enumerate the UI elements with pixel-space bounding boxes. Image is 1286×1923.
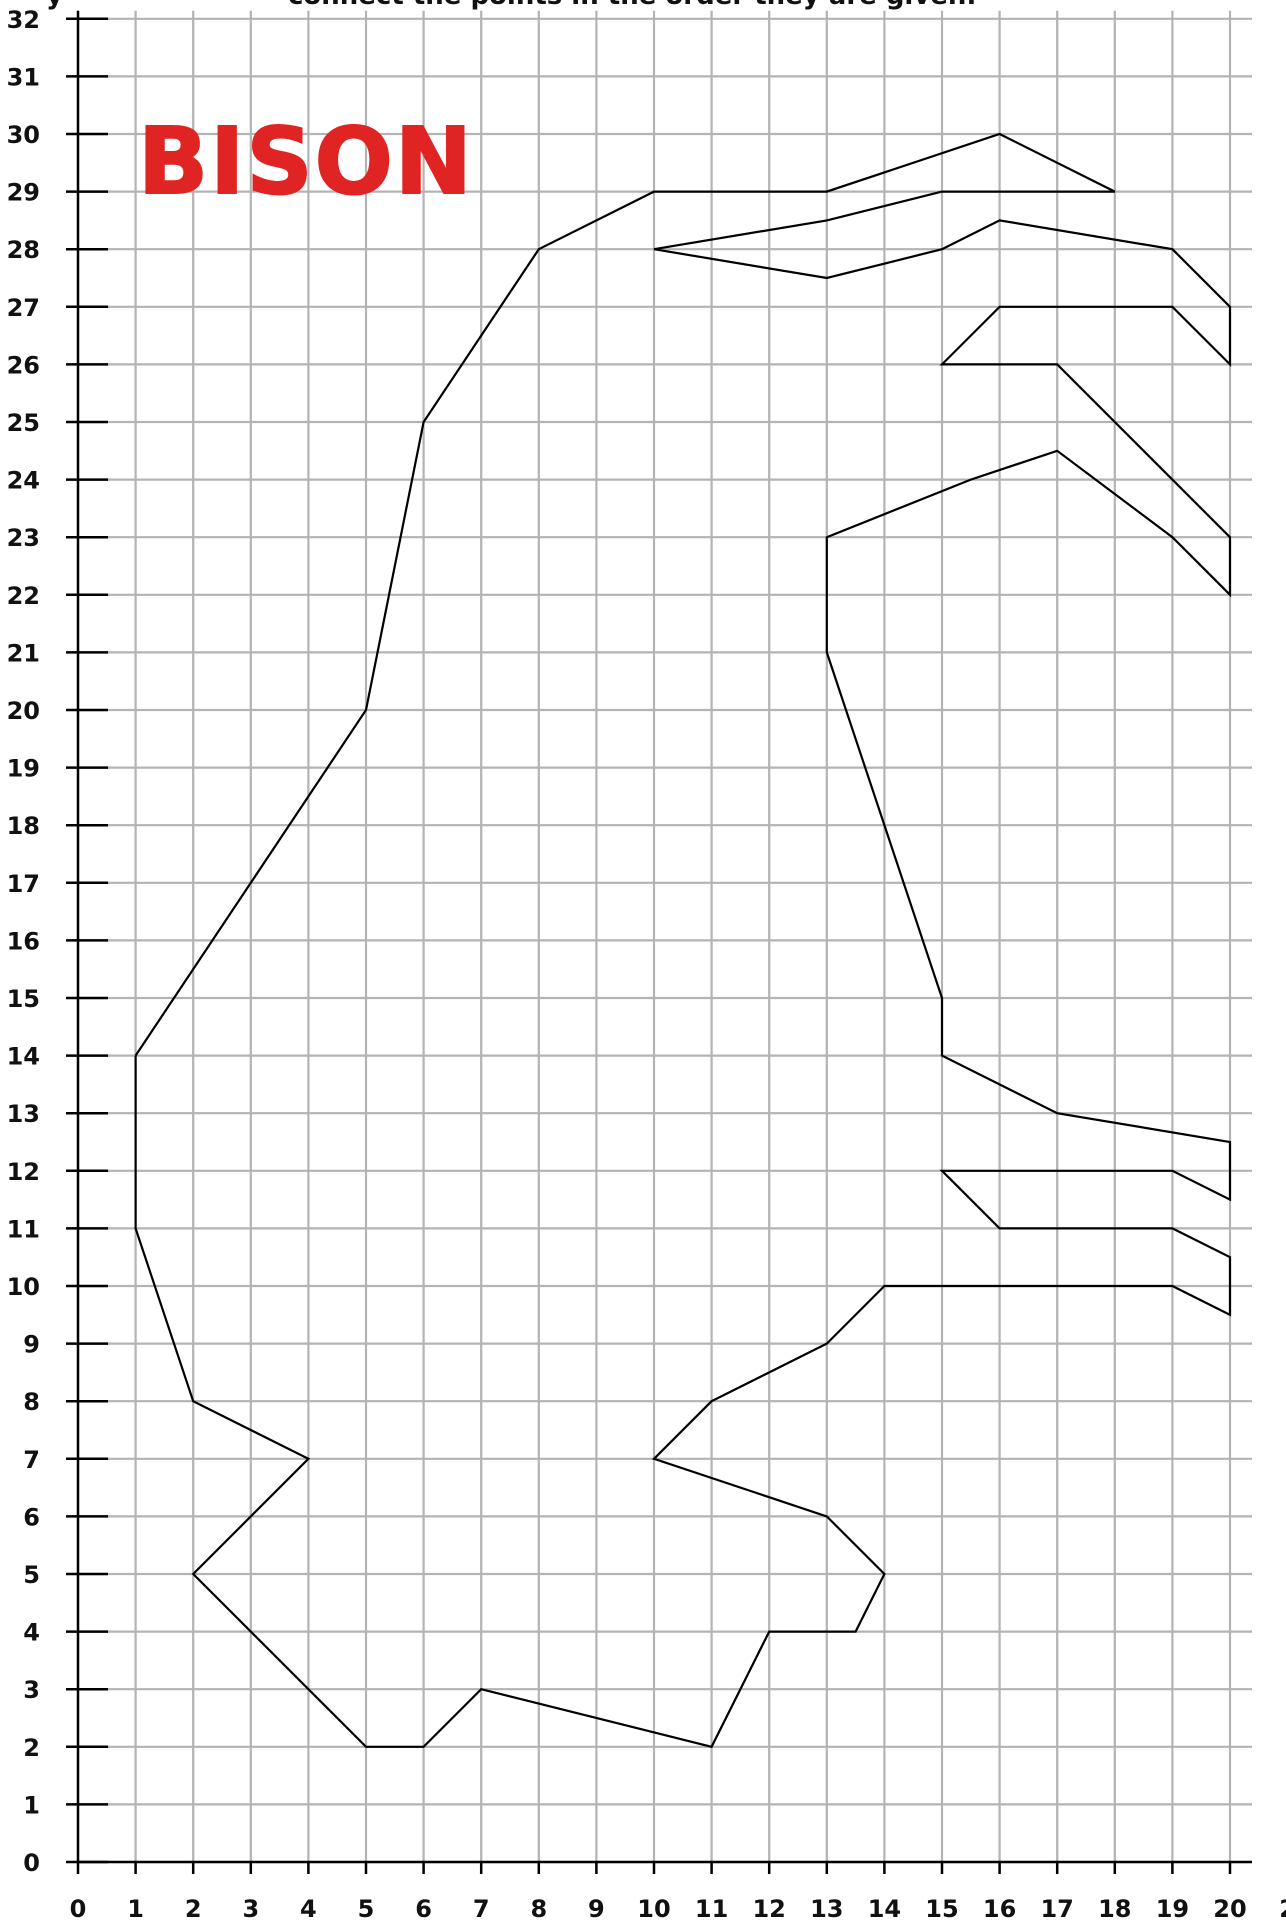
y-tick-labels: 0123456789101112131415161718192021222324…	[7, 6, 40, 1877]
x-tick-label: 2	[1279, 1895, 1286, 1923]
x-tick-label: 11	[695, 1895, 728, 1923]
axes	[66, 11, 1252, 1874]
y-tick-label: 32	[7, 6, 40, 34]
x-tick-label: 16	[983, 1895, 1016, 1923]
y-tick-label: 4	[23, 1619, 40, 1647]
x-tick-label: 3	[242, 1895, 259, 1923]
y-tick-label: 3	[23, 1676, 40, 1704]
x-tick-label: 1	[127, 1895, 144, 1923]
y-tick-label: 21	[7, 639, 40, 667]
y-tick-label: 1	[23, 1791, 40, 1819]
x-tick-label: 15	[925, 1895, 958, 1923]
worksheet-title: BISON	[138, 108, 474, 215]
x-tick-label: 9	[588, 1895, 605, 1923]
x-tick-label: 0	[70, 1895, 87, 1923]
y-tick-label: 20	[7, 697, 40, 725]
y-tick-label: 24	[7, 467, 40, 495]
y-tick-label: 25	[7, 409, 40, 437]
x-tick-label: 10	[637, 1895, 670, 1923]
x-tick-label: 2	[185, 1895, 202, 1923]
x-tick-label: 14	[868, 1895, 901, 1923]
y-tick-label: 23	[7, 524, 40, 552]
x-tick-label: 7	[473, 1895, 490, 1923]
y-tick-label: 12	[7, 1158, 40, 1186]
y-tick-label: 7	[23, 1446, 40, 1474]
x-tick-label: 20	[1213, 1895, 1246, 1923]
y-tick-label: 0	[23, 1849, 40, 1877]
y-tick-label: 19	[7, 755, 40, 783]
x-tick-label: 19	[1156, 1895, 1189, 1923]
x-tick-label: 12	[752, 1895, 785, 1923]
x-tick-label: 8	[530, 1895, 547, 1923]
y-tick-label: 26	[7, 351, 40, 379]
y-tick-label: 8	[23, 1388, 40, 1416]
y-tick-label: 10	[7, 1273, 40, 1301]
x-tick-label: 13	[810, 1895, 843, 1923]
y-tick-label: 27	[7, 294, 40, 322]
y-tick-label: 31	[7, 63, 40, 91]
x-tick-label: 17	[1040, 1895, 1073, 1923]
y-tick-label: 17	[7, 870, 40, 898]
grid-lines	[72, 11, 1252, 1868]
x-tick-label: 4	[300, 1895, 317, 1923]
y-tick-label: 2	[23, 1734, 40, 1762]
y-tick-label: 5	[23, 1561, 40, 1589]
y-tick-label: 11	[7, 1215, 40, 1243]
y-tick-label: 16	[7, 927, 40, 955]
instruction-text: connect the points in the order they are…	[288, 0, 976, 11]
y-tick-label: 28	[7, 236, 40, 264]
y-tick-label: 29	[7, 179, 40, 207]
y-tick-label: 13	[7, 1100, 40, 1128]
y-tick-label: 18	[7, 812, 40, 840]
y-tick-label: 15	[7, 985, 40, 1013]
y-tick-label: 9	[23, 1331, 40, 1359]
y-tick-label: 6	[23, 1503, 40, 1531]
x-tick-label: 18	[1098, 1895, 1131, 1923]
y-tick-label: 30	[7, 121, 40, 149]
y-axis-letter: y	[46, 0, 63, 11]
x-tick-label: 5	[358, 1895, 375, 1923]
x-tick-label: 6	[415, 1895, 432, 1923]
y-tick-label: 14	[7, 1043, 40, 1071]
y-tick-label: 22	[7, 582, 40, 610]
